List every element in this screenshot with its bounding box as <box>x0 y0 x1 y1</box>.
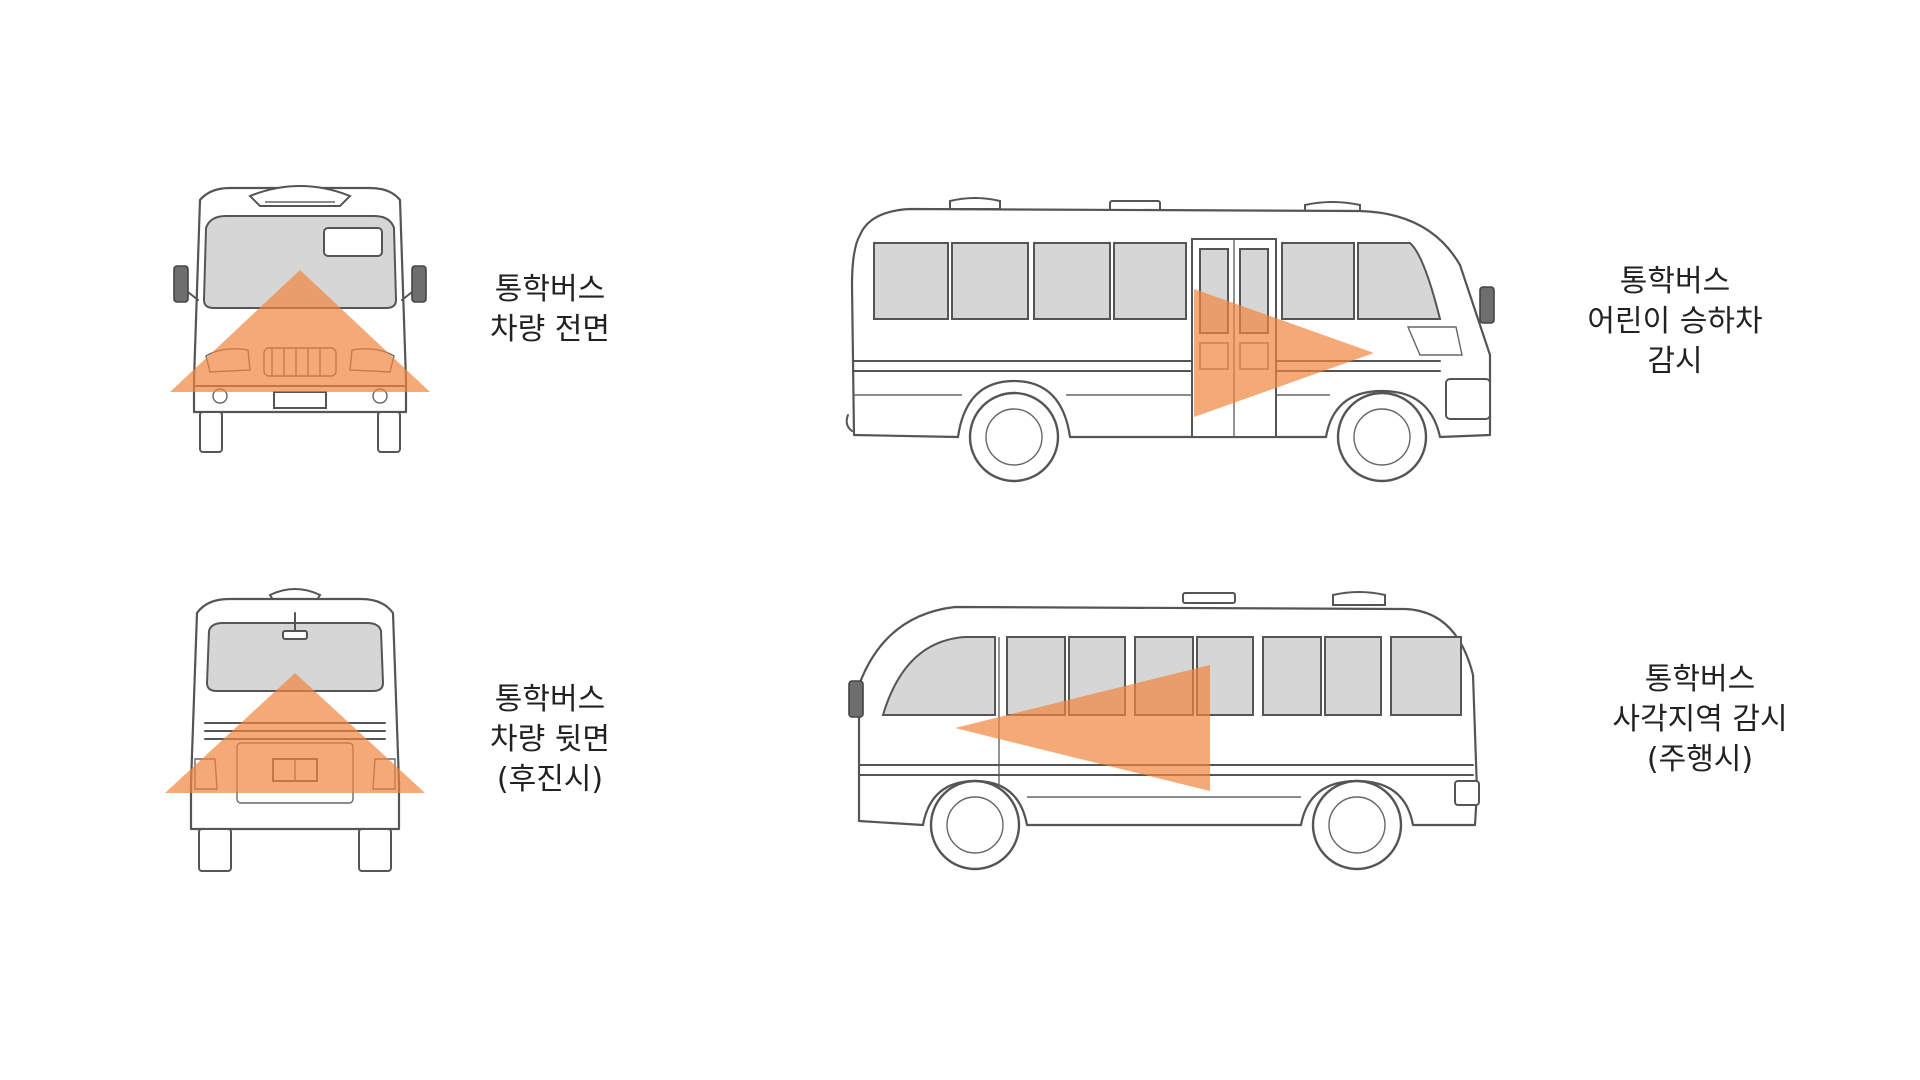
boarding-coverage-zone <box>1194 289 1374 417</box>
caption-side-blindspot: 통학버스 사각지역 감시 (주행시) <box>1612 662 1788 777</box>
rear-coverage-zone <box>165 673 425 793</box>
bus-side-view-boarding <box>845 197 1495 483</box>
bus-side-view-blindspot <box>848 591 1480 871</box>
bus-front-view <box>170 185 430 453</box>
caption-side-boarding: 통학버스 어린이 승하차 감시 <box>1587 264 1763 379</box>
front-coverage-zone <box>170 270 430 392</box>
blindspot-coverage-zone <box>955 665 1210 791</box>
bus-rear-view <box>165 588 425 872</box>
caption-front: 통학버스 차량 전면 <box>490 272 610 347</box>
caption-rear: 통학버스 차량 뒷면 (후진시) <box>490 682 610 797</box>
